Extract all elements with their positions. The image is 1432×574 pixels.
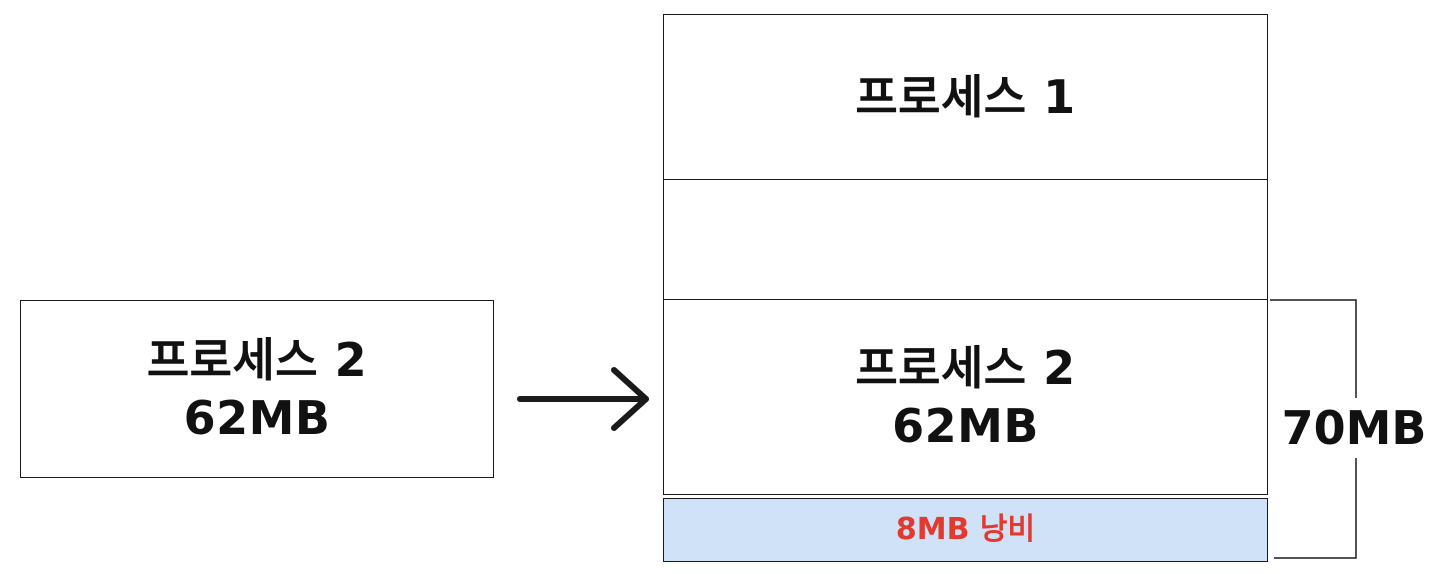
partition-size-label: 70MB: [1276, 398, 1432, 458]
memory-slot-2-size: 62MB: [892, 399, 1039, 453]
waste-area: 8MB 낭비: [663, 498, 1268, 562]
right-arrow-icon: [517, 367, 649, 431]
waste-label: 8MB 낭비: [895, 512, 1036, 547]
memory-slot-process-1: 프로세스 1: [663, 14, 1268, 180]
incoming-process-box: 프로세스 2 62MB: [20, 300, 494, 478]
incoming-process-name: 프로세스 2: [146, 333, 368, 387]
incoming-process-size: 62MB: [183, 391, 331, 445]
memory-slot-empty: [663, 179, 1268, 301]
memory-slot-process-2: 프로세스 2 62MB: [663, 299, 1268, 495]
memory-slot-1-name: 프로세스 1: [855, 70, 1076, 124]
memory-slot-2-name: 프로세스 2: [855, 341, 1076, 395]
